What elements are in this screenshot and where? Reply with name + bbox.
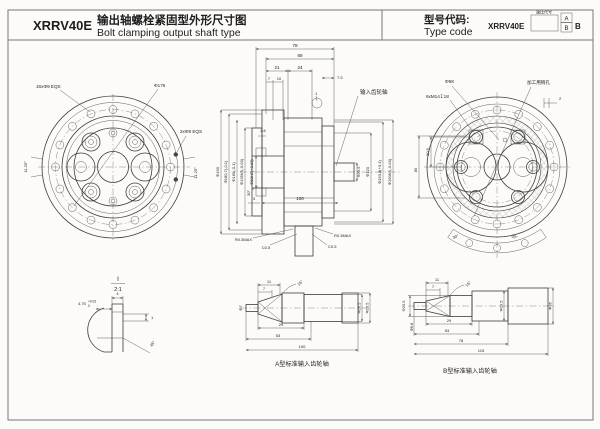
shaft-type-value: B bbox=[575, 22, 581, 31]
type-code-label-cn: 型号代码: bbox=[424, 13, 470, 26]
a-angle: 15° bbox=[296, 279, 304, 287]
detail-title: I bbox=[117, 276, 119, 283]
b-dia-29-5: Φ29.5 bbox=[499, 300, 504, 312]
shaft-option-b-box bbox=[560, 22, 573, 33]
shaft-option-a: A bbox=[564, 17, 568, 23]
front-view: 16xΦ9 EQS Φ175 2xΦ8 EQS 11.25° 11.25° bbox=[23, 83, 202, 242]
a-dim-100: 100 bbox=[299, 344, 306, 349]
dia-153-8: Φ153.8(+0.1) bbox=[377, 159, 382, 183]
bottom-sector bbox=[447, 228, 547, 254]
dim-30-5: 30.5 bbox=[425, 147, 430, 156]
pin-hole bbox=[173, 152, 178, 157]
dim-2: 2 bbox=[559, 96, 562, 101]
dim-21: 21 bbox=[274, 65, 280, 70]
b-dim-115: 115 bbox=[478, 348, 485, 353]
bolt-holes-label: 16xΦ9 EQS bbox=[36, 84, 61, 89]
title-block: XRRV40E 输出轴螺栓紧固型外形尺寸图 Bolt clamping outp… bbox=[33, 9, 581, 40]
pin-hole bbox=[173, 177, 178, 182]
model-code: XRRV40E bbox=[33, 18, 92, 33]
pin-holes-label: 2xΦ8 EQS bbox=[180, 129, 202, 134]
b-angle: 15° bbox=[464, 280, 472, 288]
detail-dim-1: 1 bbox=[151, 315, 154, 320]
dim-7-5: 7.5 bbox=[337, 75, 343, 80]
detail-tol-dn: 0 bbox=[88, 304, 90, 308]
sector-angle-right: 30° bbox=[511, 233, 519, 240]
dim-2-6: 2.6 bbox=[260, 128, 266, 133]
dia-190: Φ190 bbox=[215, 166, 220, 177]
b-dim-53: 53 bbox=[445, 328, 450, 333]
a-dim-29: 29 bbox=[279, 322, 284, 327]
detail-scale: 2:1 bbox=[114, 287, 122, 293]
a-dim-11: 11 bbox=[267, 279, 272, 284]
dim-68: 68 bbox=[297, 53, 303, 58]
dim-78: 78 bbox=[292, 43, 298, 48]
type-code-label-en: Type code bbox=[424, 26, 473, 38]
dia-135: Φ135h7(-0.04) bbox=[239, 158, 244, 185]
input-shaft-label: 输入齿轮轴 bbox=[360, 88, 388, 96]
shaft-a-detail: 11 7 Φ7 29 53 100 Φ26.5 Φ29.5 15° A型标准输入… bbox=[238, 279, 372, 368]
bolt-holes bbox=[51, 105, 175, 229]
dim-3: 3 bbox=[253, 196, 256, 201]
dia-160h7: Φ160h7(-0.04) bbox=[387, 158, 392, 185]
detail-i: I 2:1 4 4.75 +0.03 0 1 45° bbox=[78, 276, 157, 354]
bolt-circle-label: Φ175 bbox=[154, 83, 166, 88]
tapped-holes-label: 6xM14↧18 bbox=[426, 94, 449, 99]
r-max-right: R0.3MAX bbox=[334, 233, 351, 238]
detail-dim-main: 4.75 bbox=[78, 301, 87, 306]
dia-180-7: Φ180.7(-0.1) bbox=[223, 160, 228, 183]
sheet-frame bbox=[7, 9, 594, 421]
rear-bolt-holes bbox=[435, 105, 559, 229]
machining-pin-hole bbox=[502, 137, 508, 143]
detail-angle: 45° bbox=[149, 339, 157, 347]
sector-angle-left: 30° bbox=[452, 233, 460, 240]
shaft-b-caption: B型标准输入齿轮轴 bbox=[443, 367, 497, 375]
dim-7: 7 bbox=[268, 76, 271, 81]
sheet-title-cn: 输出轴螺栓紧固型外形尺寸图 bbox=[97, 13, 247, 27]
r-max-left: R0.3MAX bbox=[235, 237, 252, 242]
dia-29-5: Φ29.5 bbox=[356, 166, 361, 178]
dia-98-label: Φ98 bbox=[445, 79, 454, 84]
angle-right-label: 11.25° bbox=[193, 167, 198, 179]
a-dim-7: 7 bbox=[263, 286, 266, 291]
a-dia-7: Φ7 bbox=[238, 305, 243, 311]
rear-view: 30° 30° Φ98 加工用销孔 6xM14↧18 2 30.5 85 bbox=[413, 79, 570, 258]
ratio-box-hint: 速比代号 bbox=[536, 9, 552, 15]
angle-left-label: 11.25° bbox=[23, 161, 28, 173]
dia-50: Φ50H7(+0.03) bbox=[249, 159, 254, 185]
sheet-title-en: Bolt clamping output shaft type bbox=[97, 27, 241, 39]
detail-tol-up: +0.03 bbox=[88, 300, 96, 304]
b-dim-78: 78 bbox=[459, 338, 464, 343]
section-view: 78 68 21 24 7 10 7.5 1 2.6 Φ190 Φ180.7(-… bbox=[215, 43, 400, 257]
ratio-code-box bbox=[530, 14, 559, 32]
b-dim-29: 29 bbox=[447, 318, 452, 323]
dim-100: 100 bbox=[296, 196, 304, 201]
b-dia-20-5: Φ20.5 bbox=[401, 300, 406, 312]
pin-hole-label: 加工用销孔 bbox=[527, 79, 550, 86]
a-dia-29-5: Φ29.5 bbox=[365, 302, 370, 314]
dia-160: Φ160(-0.1) bbox=[231, 162, 236, 182]
b-dia-36: Φ36 bbox=[548, 301, 553, 309]
b-dim-7: 7 bbox=[432, 284, 435, 289]
shaft-a-caption: A型标准输入齿轮轴 bbox=[275, 360, 329, 368]
c-left: C0.5 bbox=[262, 245, 271, 250]
b-dia-6-8: Φ6.8 bbox=[409, 322, 414, 332]
a-dia-26-5: Φ26.5 bbox=[357, 302, 362, 314]
dim-10: 10 bbox=[277, 76, 282, 81]
dim-24: 24 bbox=[297, 65, 303, 70]
dim-1: 1 bbox=[315, 91, 318, 96]
shaft-option-b: B bbox=[564, 26, 568, 32]
type-code-model: XRRV40E bbox=[488, 22, 525, 31]
a-dim-53: 53 bbox=[276, 333, 281, 338]
b-dim-11: 11 bbox=[435, 277, 440, 282]
detail-dim-4: 4 bbox=[116, 291, 119, 296]
angle-30: 30° bbox=[246, 190, 251, 196]
dia-120: Φ120 bbox=[365, 166, 370, 177]
dim-85: 85 bbox=[413, 167, 418, 172]
shaft-b-detail: 11 7 Φ20.5 Φ6.8 29 53 78 115 Φ29.5 Φ36 1… bbox=[401, 277, 556, 375]
c-right: C0.5 bbox=[328, 244, 337, 249]
